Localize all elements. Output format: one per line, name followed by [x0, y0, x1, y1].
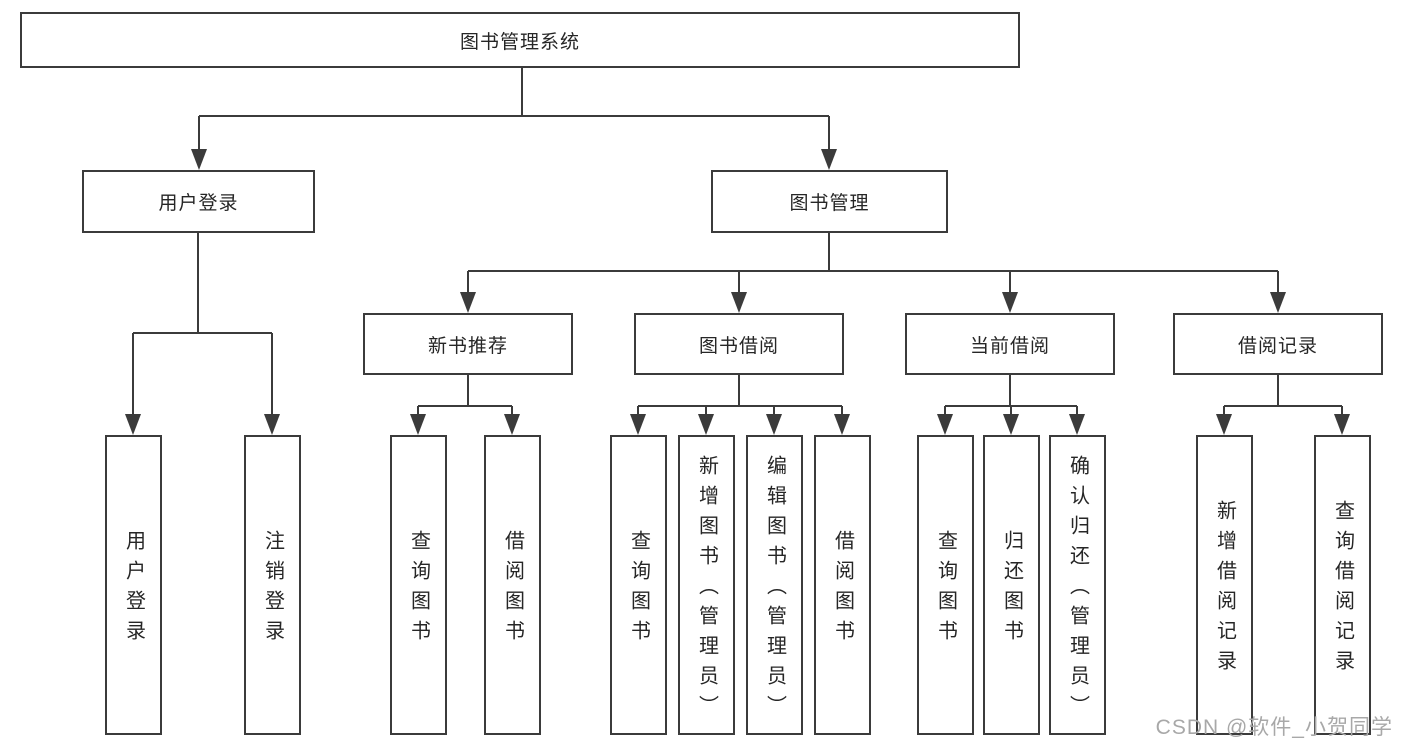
leaf-query-borrow-record-label: 查询借阅记录 — [1331, 500, 1354, 680]
leaf-confirm-return-admin-label: 确认归还（管理员） — [1066, 455, 1089, 725]
node-book-borrowing: 图书借阅 — [634, 313, 844, 375]
node-book-management: 图书管理 — [711, 170, 948, 233]
leaf-query-books-current-label: 查询图书 — [934, 530, 957, 650]
leaf-logout-label: 注销登录 — [261, 530, 284, 650]
leaf-borrow-books-recommend: 借阅图书 — [484, 435, 541, 735]
leaf-return-books: 归还图书 — [983, 435, 1040, 735]
leaf-query-books-borrowing-label: 查询图书 — [627, 530, 650, 650]
leaf-confirm-return-admin: 确认归还（管理员） — [1049, 435, 1106, 735]
arrowheads — [125, 149, 1350, 435]
node-current-borrowing: 当前借阅 — [905, 313, 1115, 375]
leaf-add-borrow-record-label: 新增借阅记录 — [1213, 500, 1236, 680]
leaf-add-books-admin: 新增图书（管理员） — [678, 435, 735, 735]
node-library-management-system: 图书管理系统 — [20, 12, 1020, 68]
leaf-query-books-recommend: 查询图书 — [390, 435, 447, 735]
node-user-login: 用户登录 — [82, 170, 315, 233]
node-borrowing-records: 借阅记录 — [1173, 313, 1383, 375]
leaf-borrow-books-label: 借阅图书 — [831, 530, 854, 650]
leaf-query-books-current: 查询图书 — [917, 435, 974, 735]
leaf-borrow-books-recommend-label: 借阅图书 — [501, 530, 524, 650]
leaf-query-borrow-record: 查询借阅记录 — [1314, 435, 1371, 735]
leaf-return-books-label: 归还图书 — [1000, 530, 1023, 650]
leaf-logout: 注销登录 — [244, 435, 301, 735]
leaf-user-login-label: 用户登录 — [122, 530, 145, 650]
leaf-user-login: 用户登录 — [105, 435, 162, 735]
leaf-edit-books-admin: 编辑图书（管理员） — [746, 435, 803, 735]
leaf-edit-books-admin-label: 编辑图书（管理员） — [763, 455, 786, 725]
leaf-query-books-borrowing: 查询图书 — [610, 435, 667, 735]
node-new-book-recommendation: 新书推荐 — [363, 313, 573, 375]
leaf-borrow-books: 借阅图书 — [814, 435, 871, 735]
leaf-query-books-recommend-label: 查询图书 — [407, 530, 430, 650]
leaf-add-borrow-record: 新增借阅记录 — [1196, 435, 1253, 735]
leaf-add-books-admin-label: 新增图书（管理员） — [695, 455, 718, 725]
csdn-watermark: CSDN @软件_小贺同学 — [1155, 716, 1393, 739]
